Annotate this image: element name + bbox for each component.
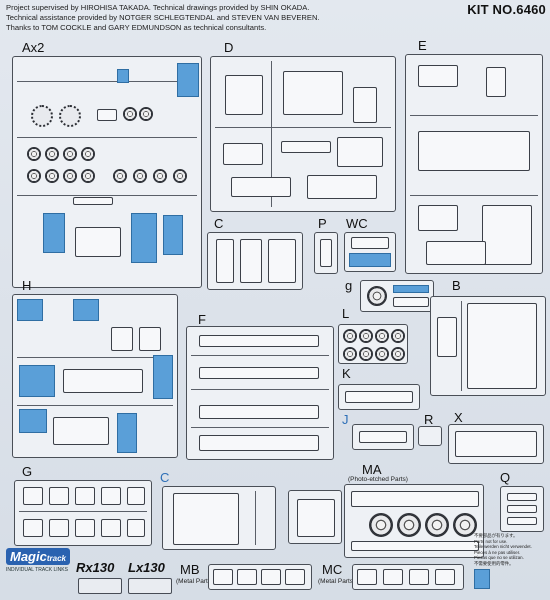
sprue-q [500,486,544,532]
sprue-p-label: P [318,216,327,231]
sprue-c-small-label: C [214,216,224,231]
sprue-ma [344,484,484,558]
notice-line-4: Piezas que no se utilizan. [474,555,524,561]
notice-line-5: 不需要使用的零件。 [474,560,514,566]
sprue-f-label: F [198,312,206,327]
brand-suffix: track [46,554,66,563]
brand-word: Magic [10,549,47,564]
notice-title: 不要部品が有ります。 [474,533,518,538]
sprue-d [210,56,396,212]
notice-line-3: Pièces à ne pas utiliser. [474,549,521,555]
sprue-mb-label: MB [180,562,200,577]
sprue-wc [344,232,396,272]
sprue-c-large [162,486,276,550]
sprue-g-small-label: g [345,278,353,293]
track-lx130-tab [128,578,172,594]
sprue-e [405,54,543,274]
track-rx130-tab [78,578,122,594]
track-rx130-label: Rx130 [76,560,115,575]
sprue-g-label: G [22,464,33,479]
magictrack-wordmark: Magictrack [6,548,70,565]
sprue-r-label: R [424,412,434,427]
sprue-ma-label: MA [362,462,382,477]
sprue-x-label: X [454,410,463,425]
sprue-c-large-label: C [160,470,170,485]
hull-part [288,490,342,544]
sprue-l-label: L [342,306,350,321]
sprue-h [12,294,178,458]
sprue-x [448,424,544,464]
unused-parts-notice: 不要部品が有ります。 Parts not for use. Teile werd… [474,533,546,595]
sprue-b [430,296,546,396]
brand-tagline: INDIVIDUAL TRACK LINKS [6,567,68,573]
sprue-wc-label: WC [346,216,368,231]
sprue-k [338,384,420,410]
sprue-j-label: J [342,412,349,427]
sprue-g [14,480,152,546]
sprue-mc-sub: (Metal Parts) [318,578,356,585]
sprue-h-label: H [22,278,32,293]
sprue-g-small [360,280,434,312]
sprue-mb [208,564,312,590]
sprue-d-label: D [224,40,234,55]
sprue-ax2 [12,56,202,288]
sprue-ax2-label: Ax2 [22,40,45,55]
sprue-mc [352,564,464,590]
sprue-mc-label: MC [322,562,343,577]
sprue-ma-sub: (Photo-etched Parts) [348,476,408,483]
sprue-e-label: E [418,38,427,53]
track-lx130-label: Lx130 [128,560,165,575]
credit-line-2: Technical assistance provided by NOTGER … [6,13,320,22]
sprue-b-label: B [452,278,461,293]
sprue-l [338,324,408,364]
credit-line-3: Thanks to TOM COCKLE and GARY EDMUNDSON … [6,23,267,32]
sprue-j [352,424,414,450]
sprue-r [418,426,442,446]
sprue-p [314,232,338,274]
credits-block: Project supervised by HIROHISA TAKADA. T… [6,3,426,33]
notice-line-2: Teile werden nicht verwendet. [474,544,532,550]
magictrack-logo: Magictrack INDIVIDUAL TRACK LINKS [6,548,70,592]
kit-number: KIT NO.6460 [467,2,546,17]
sprue-c-small [207,232,303,290]
sprue-k-label: K [342,366,351,381]
notice-line-1: Parts not for use. [474,538,508,544]
sprue-f [186,326,334,460]
credit-line-1: Project supervised by HIROHISA TAKADA. T… [6,3,310,12]
sprue-mb-sub: (Metal Parts) [176,578,214,585]
sprue-q-label: Q [500,470,511,485]
unused-part-swatch [474,568,490,589]
